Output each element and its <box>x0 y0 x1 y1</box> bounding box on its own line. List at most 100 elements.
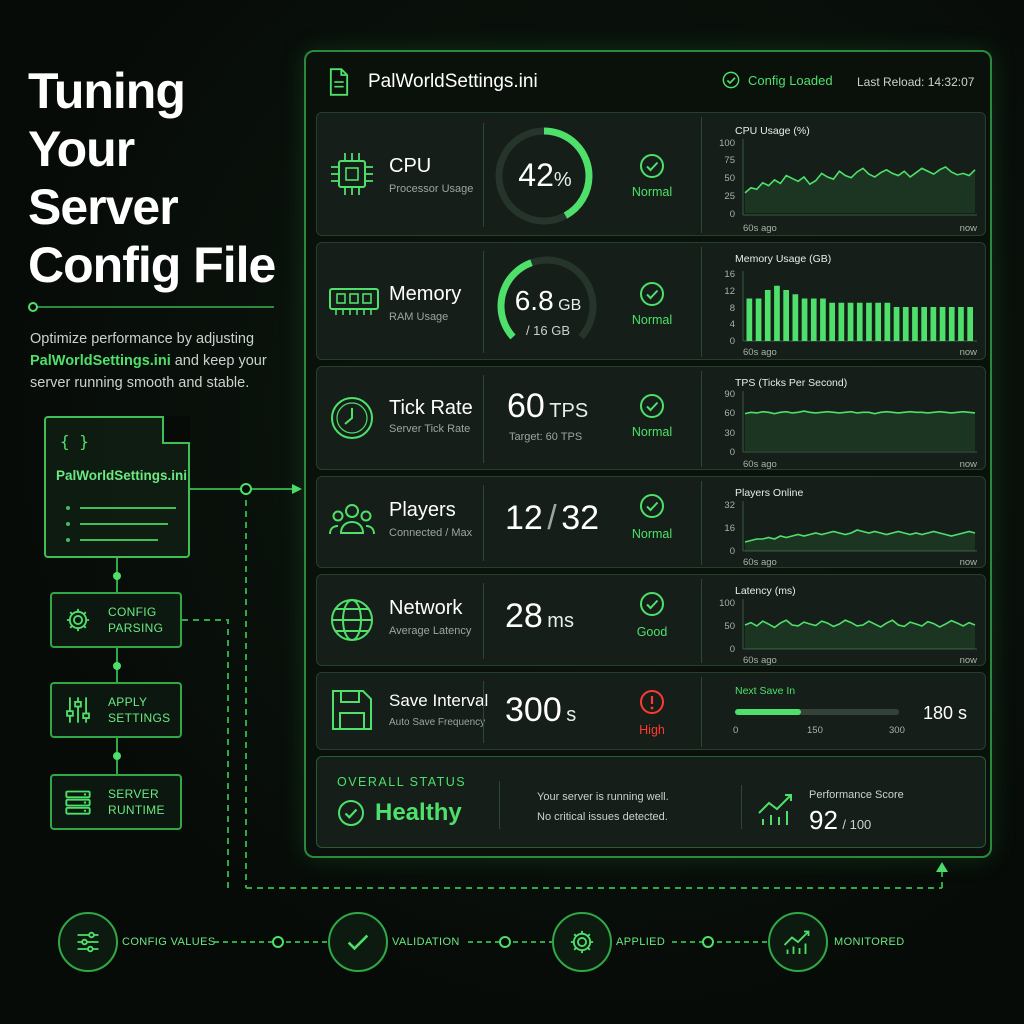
series-group <box>746 285 973 341</box>
status-badge: Normal <box>631 185 673 199</box>
list-bullet <box>66 506 70 510</box>
chart-title: TPS (Ticks Per Second) <box>735 377 848 389</box>
bar <box>958 307 964 341</box>
save-remaining: 180 s <box>923 703 968 723</box>
x-tick-label: now <box>960 557 978 567</box>
y-tick-label: 50 <box>724 173 735 184</box>
y-tick-label: 4 <box>730 319 735 330</box>
desc-text: Optimize performance by adjusting <box>30 331 255 347</box>
memory-value: 6.8 GB <box>514 285 582 316</box>
config-status: Config Loaded <box>748 73 833 88</box>
bottom-step-validation <box>328 912 388 972</box>
bar <box>921 307 927 341</box>
metric-subtitle: Auto Save Frequency <box>389 717 486 728</box>
metric-row-network[interactable]: Network Average Latency 28 ms Good Laten… <box>316 574 986 666</box>
sliders-icon <box>66 697 90 723</box>
divider-dot <box>28 302 38 312</box>
y-tick-label: 30 <box>724 428 735 439</box>
gear-icon <box>570 930 594 954</box>
metric-row-memory[interactable]: Memory RAM Usage 6.8 GB / 16 GB Normal M… <box>316 242 986 360</box>
x-tick-label: 60s ago <box>743 655 777 665</box>
braces-icon: { } <box>60 432 89 451</box>
divider <box>30 306 274 308</box>
metric-title: CPU <box>389 155 432 177</box>
bar <box>792 294 799 341</box>
divider <box>701 371 702 467</box>
overall-status-label: OVERALL STATUS <box>337 775 467 789</box>
divider <box>701 579 702 663</box>
sliders-icon <box>77 931 99 953</box>
gear-icon <box>66 608 90 632</box>
bottom-step-label: CONFIG VALUES <box>122 936 216 948</box>
x-tick-label: 60s ago <box>743 347 777 358</box>
metric-row-players[interactable]: Players Connected / Max 12 / 32 Normal P… <box>316 476 986 568</box>
check-circle-icon <box>640 494 664 518</box>
metric-row-save-interval[interactable]: Save Interval Auto Save Frequency 300 s … <box>316 672 986 750</box>
status-badge: Normal <box>631 527 673 541</box>
hero-description: Optimize performance by adjusting PalWor… <box>30 328 280 394</box>
divider <box>483 251 484 353</box>
x-tick-label: 60s ago <box>743 557 777 567</box>
bar <box>783 290 789 341</box>
memory-gauge <box>497 256 597 340</box>
players-chart: 32 16 0 60s ago now <box>724 500 978 567</box>
config-file-card[interactable]: { } PalWorldSettings.ini <box>44 416 190 558</box>
y-tick-label: 8 <box>730 303 735 314</box>
hero-title-line: Server <box>28 179 179 235</box>
series-line <box>744 619 976 629</box>
text-line <box>80 523 168 525</box>
bar <box>746 298 753 341</box>
bar <box>884 302 891 341</box>
bar <box>856 302 863 341</box>
status-badge: High <box>639 723 665 737</box>
globe-icon <box>331 599 373 641</box>
ram-icon <box>329 288 379 315</box>
x-tick-label: now <box>960 223 978 234</box>
x-tick-label: 60s ago <box>743 459 777 469</box>
bar <box>939 307 946 341</box>
chart-title: Latency (ms) <box>735 585 796 597</box>
metric-subtitle: Connected / Max <box>389 527 473 539</box>
cpu-chip-icon <box>331 153 373 195</box>
chart-title: CPU Usage (%) <box>735 125 810 137</box>
bar <box>902 307 909 341</box>
series-group <box>744 529 976 551</box>
bar <box>810 298 817 341</box>
metric-subtitle: Server Tick Rate <box>389 423 471 435</box>
hero-title-line: Your <box>28 121 135 177</box>
divider <box>741 785 742 829</box>
series-group <box>744 410 976 451</box>
metric-row-cpu[interactable]: CPU Processor Usage 42% Normal CPU Usage… <box>316 112 986 236</box>
cpu-chart: 100 75 50 25 0 60s ago now <box>719 138 978 234</box>
save-progress-fill <box>735 709 801 715</box>
panel-filename: PalWorldSettings.ini <box>368 71 538 92</box>
y-tick-label: 0 <box>730 546 735 557</box>
network-value: 28 ms <box>505 597 574 635</box>
last-reload: Last Reload: 14:32:07 <box>857 75 975 89</box>
y-tick-label: 60 <box>724 408 735 419</box>
tick-value: 60 TPS <box>507 387 589 425</box>
metric-row-tick-rate[interactable]: Tick Rate Server Tick Rate 60 TPS Target… <box>316 366 986 470</box>
list-bullet <box>66 522 70 526</box>
text-line <box>80 539 158 541</box>
users-icon <box>329 504 375 535</box>
metric-title: Tick Rate <box>389 397 473 419</box>
overall-status-card: OVERALL STATUS Healthy Your server is ru… <box>316 756 986 848</box>
divider <box>483 123 484 227</box>
divider <box>483 375 484 463</box>
score-label: Performance Score <box>809 789 904 801</box>
bar <box>912 307 918 341</box>
metric-title: Memory <box>389 283 462 305</box>
y-tick-label: 100 <box>719 598 735 609</box>
panel-header: PalWorldSettings.ini Config Loaded Last … <box>306 52 990 110</box>
bar <box>967 307 973 341</box>
save-progress-track <box>735 709 899 715</box>
divider <box>483 681 484 743</box>
file-icon <box>329 68 349 96</box>
trend-chart-icon <box>758 794 792 825</box>
check-circle-icon <box>338 800 364 826</box>
